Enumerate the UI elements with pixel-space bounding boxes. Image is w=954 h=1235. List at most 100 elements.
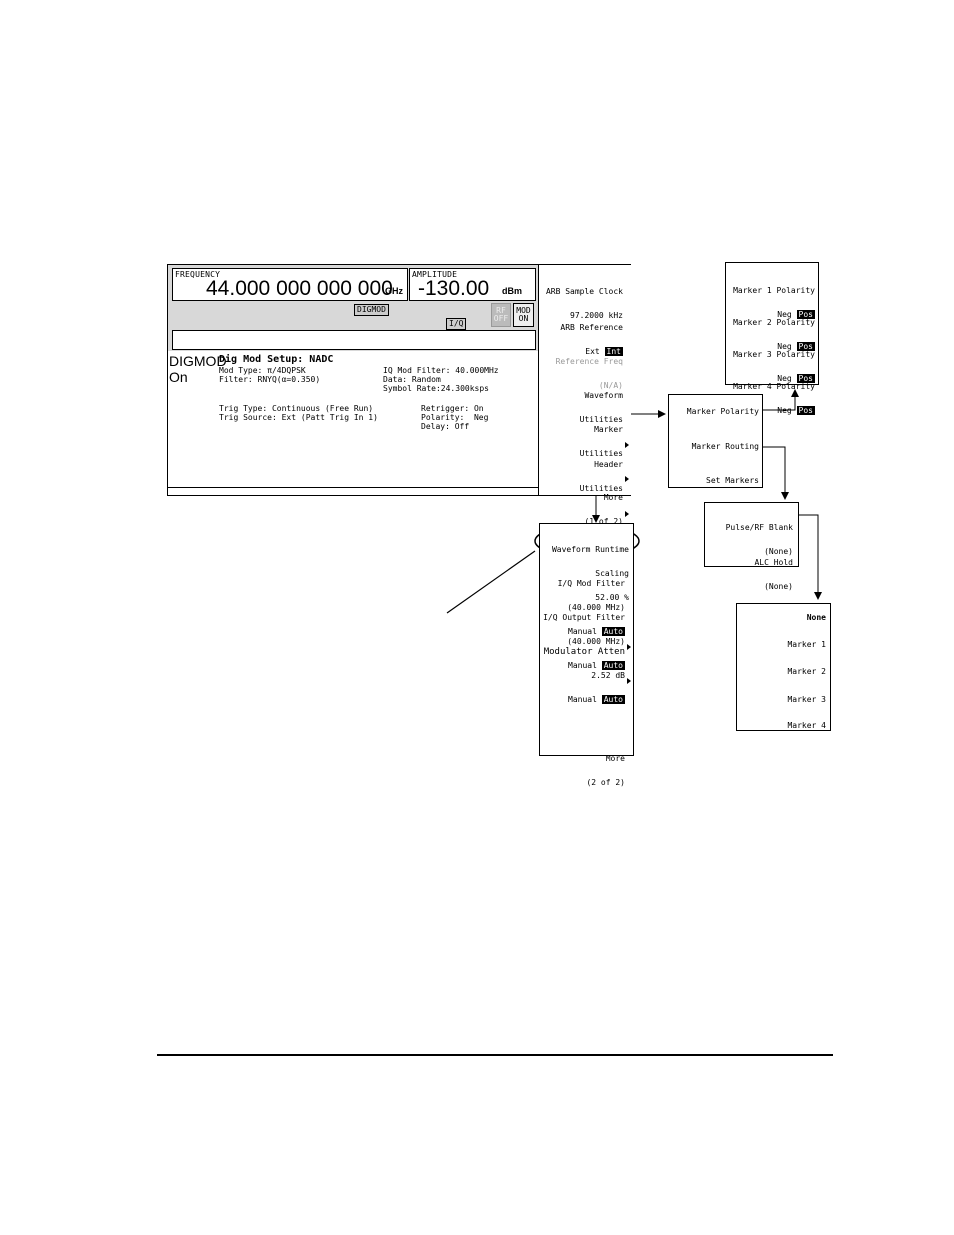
runtime-label-1: Waveform Runtime xyxy=(551,545,629,554)
amplitude-value: -130.00 xyxy=(418,277,490,300)
pulse-label: Pulse/RF Blank xyxy=(725,523,793,532)
iq-filter-text: IQ Mod Filter: 40.000MHz xyxy=(383,366,499,375)
filter-text: Filter: RNYQ(α=0.350) xyxy=(219,375,321,384)
atten-label: Modulator Atten xyxy=(543,647,625,657)
pulse-value: (None) xyxy=(764,547,793,556)
marker-3-polarity-label: Marker 3 Polarity xyxy=(733,350,815,359)
header-label-2: Utilities xyxy=(579,484,623,493)
mode-line1: DIGMOD xyxy=(169,353,227,369)
arb-sample-clock-key[interactable]: ARB Sample Clock 97.2000 kHz xyxy=(546,272,623,336)
submenu-arrow-icon xyxy=(627,644,631,650)
frequency-label: FREQUENCY xyxy=(175,270,221,279)
runtime-value: 52.00 % xyxy=(595,593,629,602)
iqmod-value: (40.000 MHz) xyxy=(567,603,625,612)
mod-line2: ON xyxy=(518,314,529,323)
marker-routing-key[interactable]: Marker Routing xyxy=(691,442,759,451)
marker-4-pos: Pos xyxy=(796,406,815,415)
setup-title: Dig Mod Setup: NADC xyxy=(219,354,334,365)
iqmod-label: I/Q Mod Filter xyxy=(557,579,625,588)
iq-badge: I/Q xyxy=(446,318,467,330)
iqout-label: I/Q Output Filter xyxy=(543,613,625,622)
symbol-rate-text: Symbol Rate:24.300ksps xyxy=(383,384,489,393)
instrument-display: FREQUENCY 44.000 000 000 000 GHz AMPLITU… xyxy=(167,264,631,526)
waveform-utilities-key[interactable]: Waveform Utilities xyxy=(579,376,629,448)
marker-utilities-key[interactable]: Marker Utilities xyxy=(579,410,629,482)
trig-type-text: Trig Type: Continuous (Free Run) xyxy=(219,404,374,413)
alc-label: ALC Hold xyxy=(754,558,793,567)
rf-line2: OFF xyxy=(493,314,509,323)
more-page: (1 of 2) xyxy=(584,517,623,526)
marker-label-1: Marker xyxy=(594,425,623,434)
select-marker-1-key[interactable]: Marker 1 xyxy=(787,640,826,649)
polarity-text: Polarity: Neg xyxy=(421,413,489,422)
atten-auto: Auto xyxy=(601,695,625,704)
submenu-arrow-icon xyxy=(625,476,629,482)
more2-page: (2 of 2) xyxy=(586,778,625,787)
select-marker-3-key[interactable]: Marker 3 xyxy=(787,695,826,704)
pulse-rf-blank-key[interactable]: Pulse/RF Blank (None) xyxy=(726,508,793,572)
arrow-marker-routing xyxy=(762,446,789,500)
arrow-marker-polarity xyxy=(762,389,799,411)
marker-3-polarity-key[interactable]: Marker 3 Polarity Neg Pos xyxy=(733,335,815,399)
waveform-label-2: Utilities xyxy=(579,415,623,424)
atten-manual: Manual xyxy=(568,695,597,704)
marker-utilities-menu: Marker Polarity Marker Routing Set Marke… xyxy=(668,394,763,488)
arb-ref-ext: Ext xyxy=(585,347,600,356)
frequency-value: 44.000 000 000 000 xyxy=(206,277,393,300)
mode-indicator: DIGMOD On xyxy=(169,353,227,385)
reference-freq-key[interactable]: Reference Freq (N/A) xyxy=(556,342,623,406)
header-utilities-key[interactable]: Header Utilities xyxy=(579,445,629,517)
amplitude-label: AMPLITUDE xyxy=(412,270,458,279)
marker-label-2: Utilities xyxy=(579,449,623,458)
status-divider xyxy=(168,487,538,488)
digmod-badge: DIGMOD xyxy=(354,304,389,316)
marker-routing-menu: Pulse/RF Blank (None) ALC Hold (None) xyxy=(704,502,799,591)
waveform-runtime-scaling-key[interactable]: Waveform Runtime Scaling 52.00 % xyxy=(552,530,629,618)
select-marker-4-key[interactable]: Marker 4 xyxy=(787,721,826,730)
ref-freq-label: Reference Freq xyxy=(555,357,623,366)
arb-ref-label: ARB Reference xyxy=(560,323,623,332)
frequency-box[interactable]: FREQUENCY 44.000 000 000 000 GHz xyxy=(172,268,408,301)
select-none-key[interactable]: None xyxy=(806,613,826,622)
select-marker-2-key[interactable]: Marker 2 xyxy=(787,667,826,676)
iqout-auto: Auto xyxy=(601,661,625,670)
ref-freq-value: (N/A) xyxy=(598,381,623,390)
iqmod-auto: Auto xyxy=(601,627,625,636)
iqout-manual: Manual xyxy=(568,661,597,670)
marker-1-polarity-key[interactable]: Marker 1 Polarity Neg Pos xyxy=(733,271,815,335)
marker-1-neg: Neg xyxy=(777,310,792,319)
rf-line1: RF xyxy=(496,306,506,315)
marker-polarity-key[interactable]: Marker Polarity xyxy=(686,407,759,416)
marker-2-pos: Pos xyxy=(796,342,815,351)
alc-value: (None) xyxy=(764,582,793,591)
marker-4-polarity-key[interactable]: Marker 4 Polarity Neg Pos xyxy=(733,367,815,431)
amplitude-box[interactable]: AMPLITUDE -130.00 dBm xyxy=(409,268,536,301)
amplitude-unit: dBm xyxy=(502,286,522,296)
runtime-label-2: Scaling xyxy=(595,569,629,578)
iqmod-manual: Manual xyxy=(568,627,597,636)
marker-3-neg: Neg xyxy=(777,374,792,383)
arb-ref-int: Int xyxy=(604,347,623,356)
arb-clock-label: ARB Sample Clock xyxy=(545,287,623,296)
set-markers-key[interactable]: Set Markers xyxy=(706,476,759,485)
marker-4-neg: Neg xyxy=(777,406,792,415)
iq-output-filter-key[interactable]: I/Q Output Filter (40.000 MHz) Manual Au… xyxy=(543,598,631,694)
alc-hold-key[interactable]: ALC Hold (None) xyxy=(754,543,793,607)
iqout-value: (40.000 MHz) xyxy=(567,637,625,646)
marker-1-polarity-label: Marker 1 Polarity xyxy=(733,286,815,295)
mod-on-indicator: MOD ON xyxy=(513,303,534,327)
waveform-label-1: Waveform xyxy=(584,391,623,400)
marker-2-neg: Neg xyxy=(777,342,792,351)
arb-reference-key[interactable]: ARB Reference Ext Int xyxy=(560,308,623,372)
submenu-arrow-icon xyxy=(625,511,629,517)
rf-off-indicator: RF OFF xyxy=(491,303,511,327)
frequency-unit: GHz xyxy=(385,286,403,296)
iq-mod-filter-key[interactable]: I/Q Mod Filter (40.000 MHz) Manual Auto xyxy=(557,564,631,660)
marker-2-polarity-key[interactable]: Marker 2 Polarity Neg Pos xyxy=(733,303,815,367)
marker-1-pos: Pos xyxy=(796,310,815,319)
header-label-1: Header xyxy=(594,460,623,469)
modulator-atten-key[interactable]: Modulator Atten 2.52 dB Manual Auto xyxy=(544,632,625,720)
more-key-2[interactable]: More (2 of 2) xyxy=(586,739,625,803)
more-key-1[interactable]: More (1 of 2) xyxy=(584,478,623,542)
softkey-column-2: Waveform Runtime Scaling 52.00 % I/Q Mod… xyxy=(539,523,634,787)
